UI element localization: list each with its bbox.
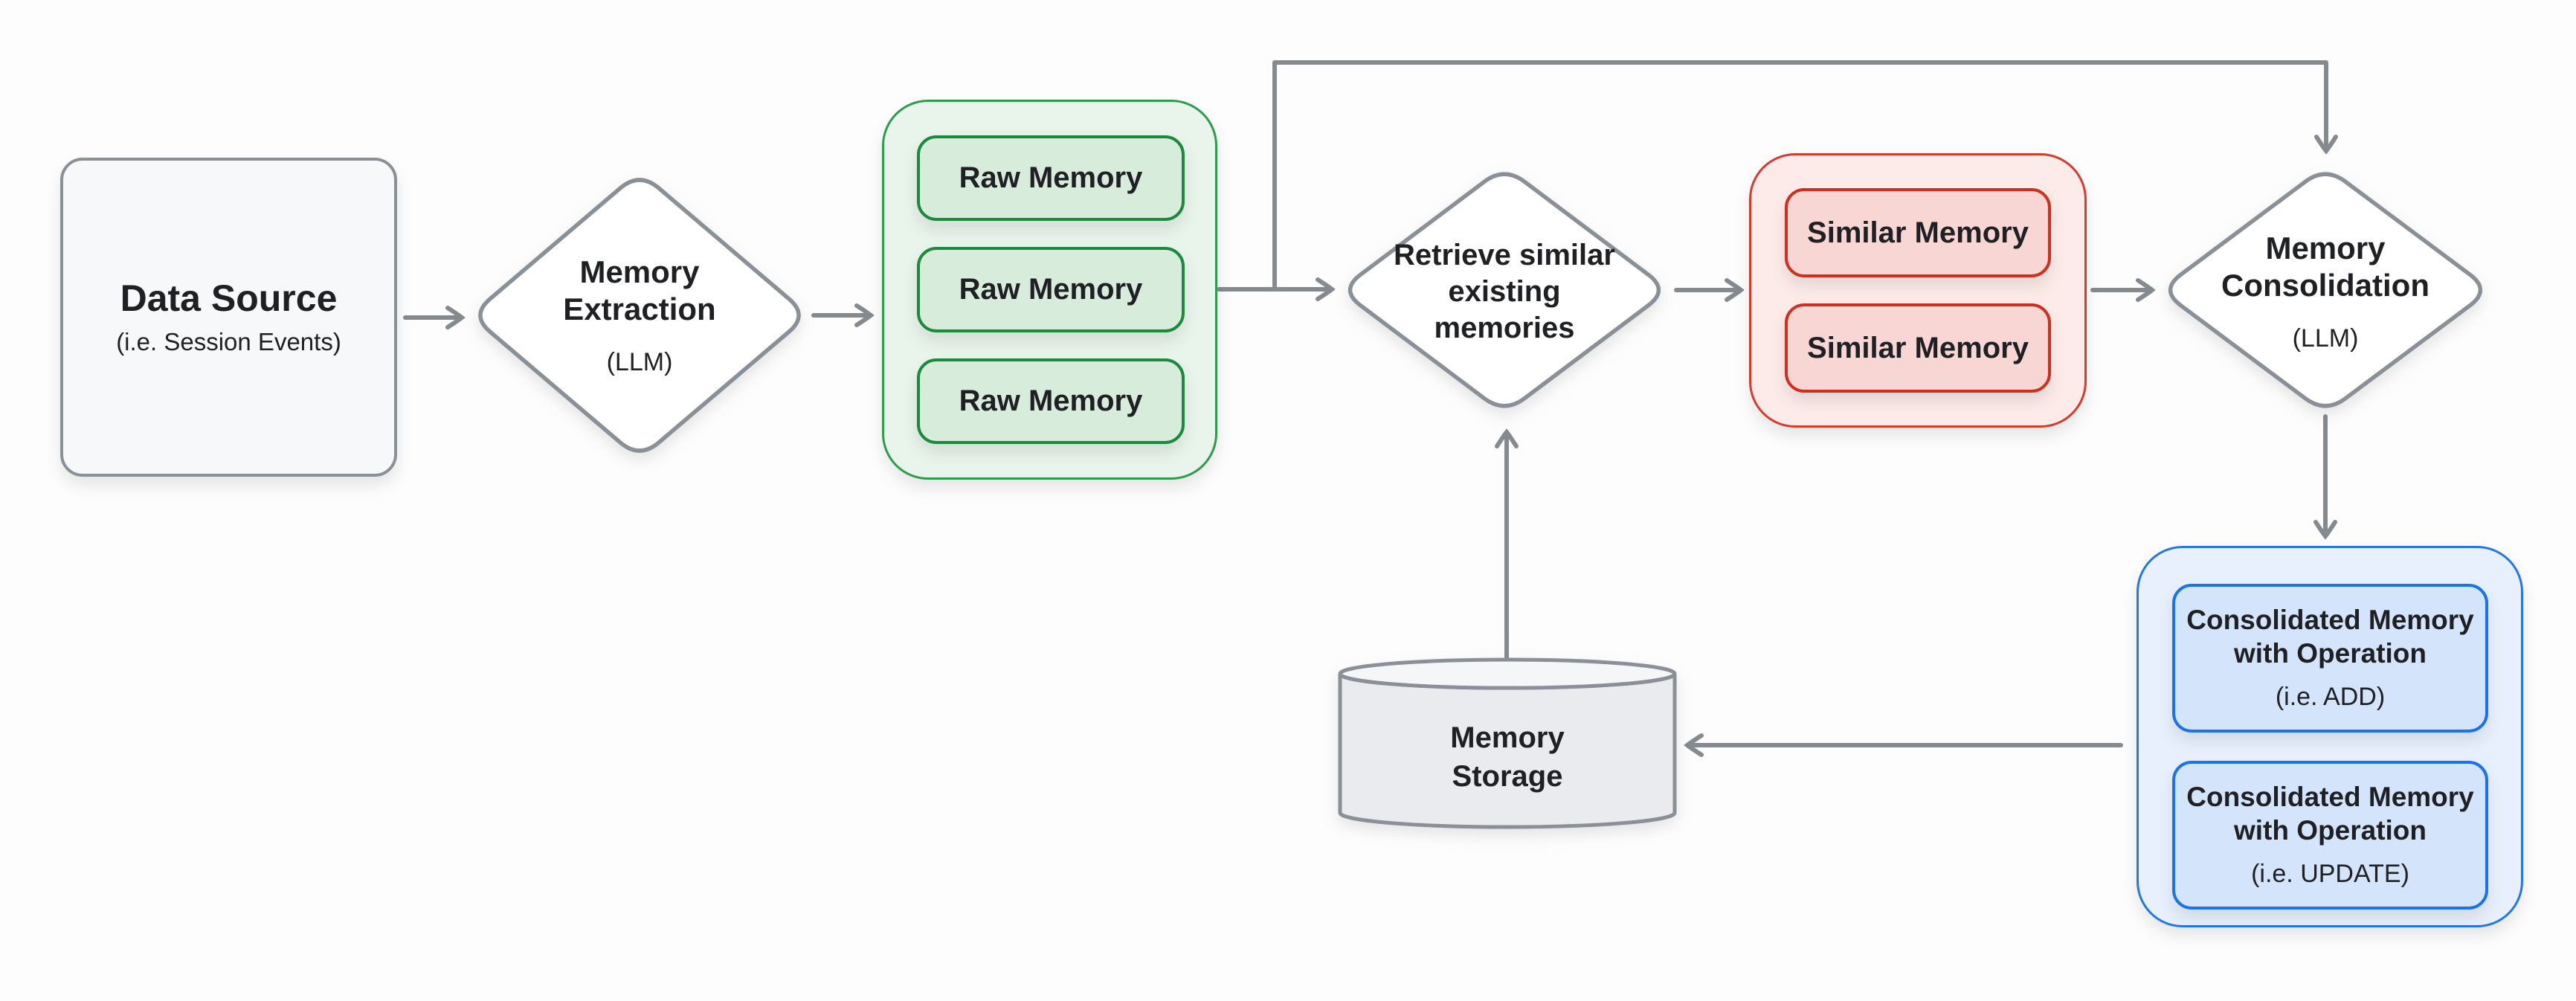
retrieve-memories-label: Retrieve similar existing memories xyxy=(1394,224,1615,359)
memory-consolidation-title: Memory Consolidation xyxy=(2221,230,2430,303)
similar-memory-label: Similar Memory xyxy=(1807,331,2029,364)
memory-storage-title: Memory Storage xyxy=(1450,721,1565,793)
data-source-subtitle: (i.e. Session Events) xyxy=(116,328,341,355)
memory-storage-cylinder xyxy=(1338,657,1677,829)
consolidated-memory-update-box: Consolidated Memory with Operation (i.e.… xyxy=(2172,761,2488,910)
arrow-feedback-raw-memory-to-consolidation xyxy=(1272,60,2338,290)
raw-memory-box: Raw Memory xyxy=(917,135,1185,221)
retrieve-memories-diamond xyxy=(1347,172,1661,408)
memory-extraction-subtitle: (LLM) xyxy=(606,348,673,377)
raw-memory-box: Raw Memory xyxy=(917,247,1185,332)
raw-memory-label: Raw Memory xyxy=(959,161,1143,194)
memory-extraction-title: Memory Extraction xyxy=(563,254,716,326)
memory-extraction-diamond xyxy=(478,178,801,453)
retrieve-memories-title: Retrieve similar existing memories xyxy=(1394,238,1615,344)
consolidated-memory-add-box: Consolidated Memory with Operation (i.e.… xyxy=(2172,584,2488,733)
similar-memory-box: Similar Memory xyxy=(1785,188,2051,277)
raw-memory-label: Raw Memory xyxy=(959,384,1143,417)
memory-storage-cylinder-top xyxy=(1338,657,1677,690)
raw-memory-container: Raw Memory Raw Memory Raw Memory xyxy=(882,100,1217,480)
data-source-node: Data Source (i.e. Session Events) xyxy=(60,158,397,477)
memory-consolidation-diamond xyxy=(2168,172,2483,408)
similar-memory-box: Similar Memory xyxy=(1785,303,2051,393)
memory-consolidation-label: Memory Consolidation (LLM) xyxy=(2221,216,2430,367)
consolidated-memory-update-title: Consolidated Memory with Operation xyxy=(2186,782,2474,846)
memory-storage-label: Memory Storage xyxy=(1450,705,1564,809)
data-source-title: Data Source xyxy=(120,277,338,319)
memory-extraction-label: Memory Extraction (LLM) xyxy=(563,240,715,390)
similar-memory-label: Similar Memory xyxy=(1807,216,2029,249)
memory-consolidation-subtitle: (LLM) xyxy=(2292,324,2359,353)
consolidated-memory-container: Consolidated Memory with Operation (i.e.… xyxy=(2137,546,2523,927)
raw-memory-label: Raw Memory xyxy=(959,273,1143,306)
consolidated-memory-add-subtitle: (i.e. ADD) xyxy=(2275,683,2386,712)
consolidated-memory-add-title: Consolidated Memory with Operation xyxy=(2186,605,2474,669)
similar-memory-container: Similar Memory Similar Memory xyxy=(1749,153,2087,428)
raw-memory-box: Raw Memory xyxy=(917,358,1185,444)
consolidated-memory-update-subtitle: (i.e. UPDATE) xyxy=(2251,860,2409,889)
